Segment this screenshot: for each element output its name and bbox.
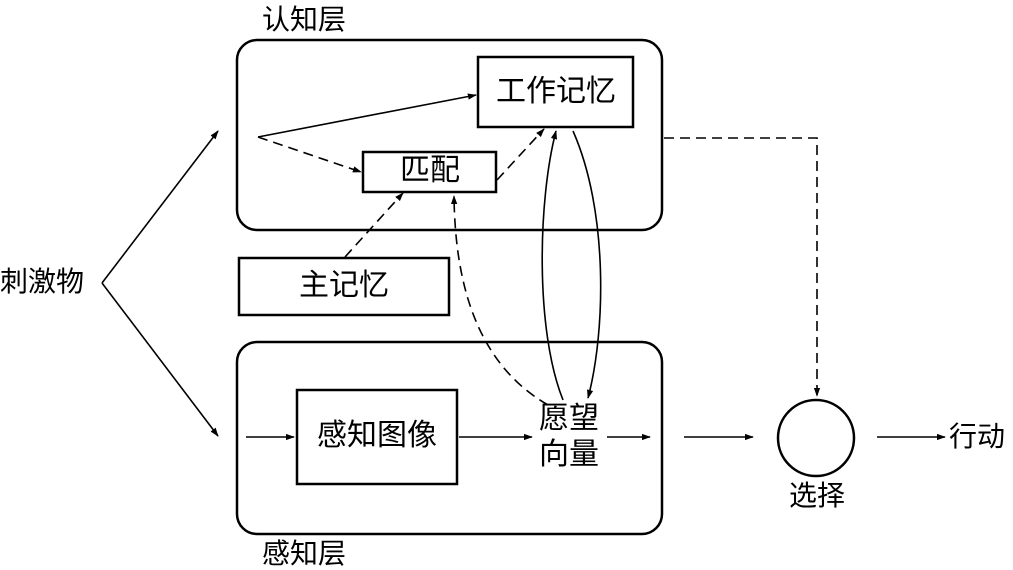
main-memory-to-matching-dashed-arrow — [344, 192, 404, 258]
input-to-working-memory-arrow — [257, 93, 477, 138]
working-memory-box — [476, 55, 635, 129]
main-memory-box — [237, 256, 451, 317]
working-memory-to-selection-dashed-arrow — [664, 137, 821, 397]
matching-label: 匹配 — [400, 153, 460, 188]
cognitive-layer-label: 认知层 — [262, 3, 347, 36]
stimulus-label: 刺激物 — [0, 265, 85, 298]
selection-label: 选择 — [788, 479, 846, 512]
matching-to-working-memory-dashed-arrow — [496, 128, 545, 181]
working-memory-to-desire-vector-arrow — [572, 130, 602, 399]
working-memory-label: 工作记忆 — [496, 74, 616, 109]
perceptual-image-label: 感知图像 — [317, 418, 437, 453]
desire-vector-label-line1: 愿望 — [539, 401, 599, 436]
main-memory-label: 主记忆 — [299, 268, 389, 303]
stimulus-to-perceptual-arrow — [101, 282, 219, 437]
stimulus-to-cognitive-arrow — [101, 130, 219, 284]
perceptual-image-box — [295, 388, 459, 486]
desire-vector-label-line2: 向量 — [539, 437, 599, 472]
perceptual-layer-frame — [235, 340, 664, 536]
matching-box — [361, 150, 498, 194]
action-label: 行动 — [949, 420, 1006, 453]
selection-circle — [776, 398, 856, 478]
cognitive-layer-frame — [235, 38, 664, 232]
desire-vector-to-matching-dashed-arrow — [450, 195, 549, 406]
desire-vector-to-working-memory-arrow — [541, 130, 564, 401]
perceptual-layer-label: 感知层 — [262, 537, 347, 570]
input-to-matching-dashed-arrow — [257, 136, 362, 173]
